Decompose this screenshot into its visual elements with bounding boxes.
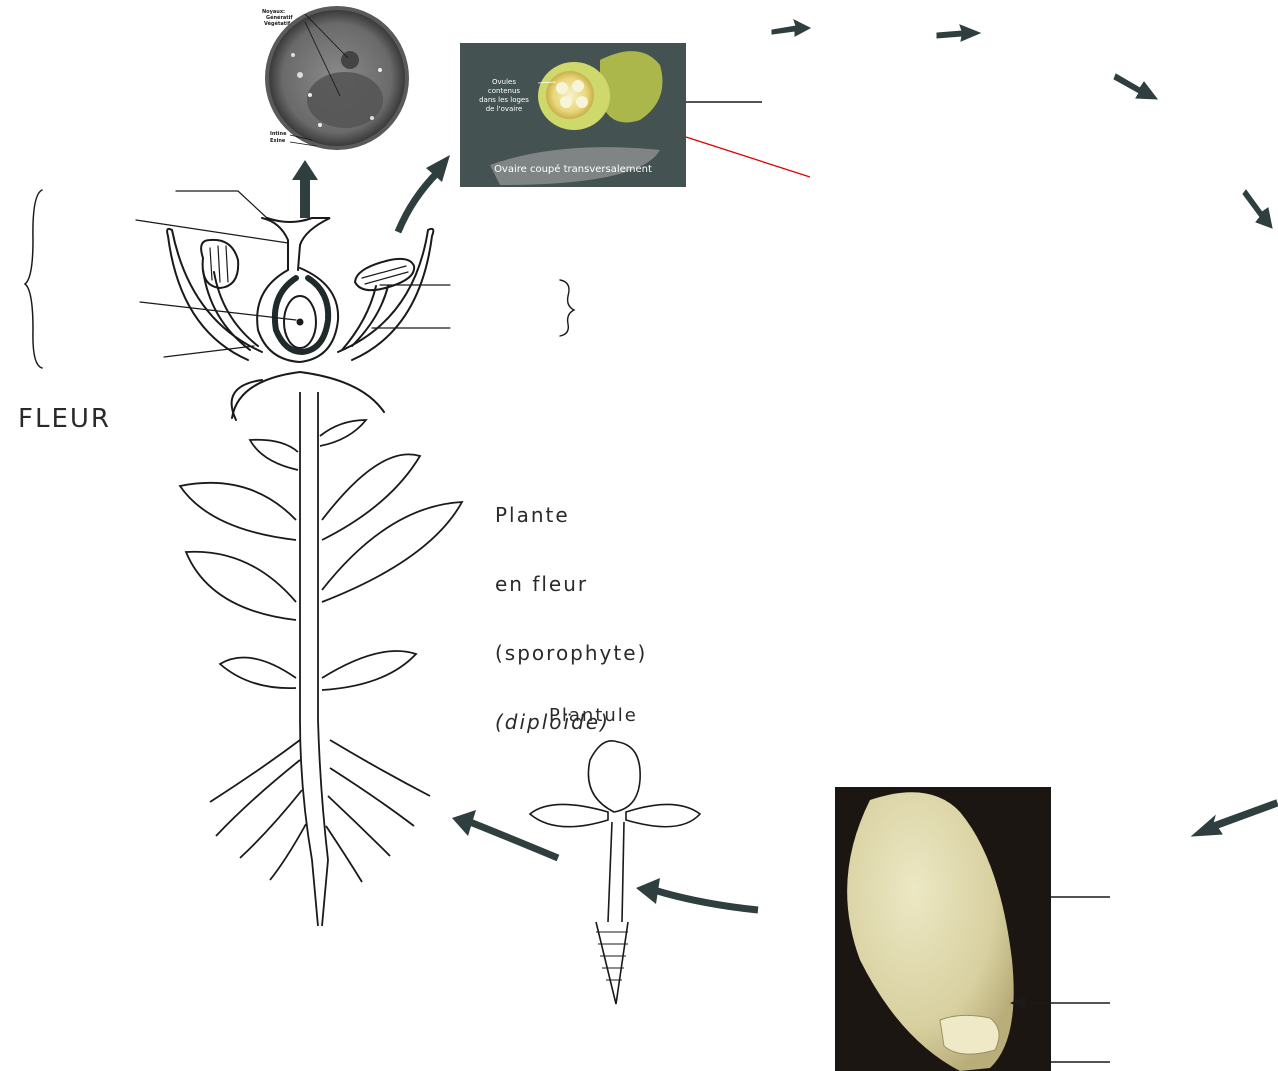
stem-right [318, 392, 328, 926]
leaf [186, 552, 296, 620]
arrow-left-icon [636, 878, 758, 910]
stem-left [300, 392, 318, 926]
leaf [322, 454, 420, 540]
cotyledon [626, 804, 700, 826]
arrow-curve-left-icon [452, 810, 558, 858]
leaf [250, 440, 298, 470]
pollen-label-exine: Exine [270, 138, 285, 144]
flower-diagram [25, 190, 574, 420]
ovules-label: Ovules contenus dans les loges de l'ovai… [470, 78, 538, 114]
leaf [320, 420, 366, 446]
plant-diagram [180, 392, 462, 926]
arrow-up-icon [292, 160, 318, 218]
arrow-right-icon [937, 25, 980, 41]
arrow-curve-up-right-icon [398, 172, 438, 232]
cotyledon [530, 804, 608, 826]
ovules [546, 71, 594, 119]
arrow-down-right-icon [1114, 74, 1157, 99]
leaf [322, 502, 462, 602]
ovary-caption: Ovaire coupé transversalement [470, 164, 676, 175]
leaf [322, 651, 416, 690]
arrow-down-right-icon [1243, 190, 1272, 228]
roots-left [210, 740, 306, 880]
arrow-down-left-icon [1192, 800, 1278, 836]
hypocotyl [608, 822, 624, 922]
bracket [25, 190, 42, 368]
red-label-line [686, 137, 810, 177]
fleur-label: FLEUR [18, 404, 111, 434]
plantule-label: Plantule [549, 705, 638, 726]
roots-right [326, 740, 430, 882]
pollen-grain-photo [265, 6, 409, 150]
leaf [180, 483, 296, 540]
pollen-label-intine: Intine [270, 131, 286, 137]
petal-left [167, 229, 262, 360]
sepals [232, 372, 384, 418]
stamen-right [342, 286, 388, 350]
pollen-label-vegetatif: Végétatif [264, 21, 290, 27]
cycle-arrows [772, 20, 1278, 836]
plantule-diagram [530, 741, 700, 1004]
root [596, 922, 628, 1004]
seed-photo [835, 787, 1051, 1071]
arrow-right-icon [772, 20, 810, 36]
radicle [940, 1015, 999, 1054]
leaf [220, 658, 296, 689]
